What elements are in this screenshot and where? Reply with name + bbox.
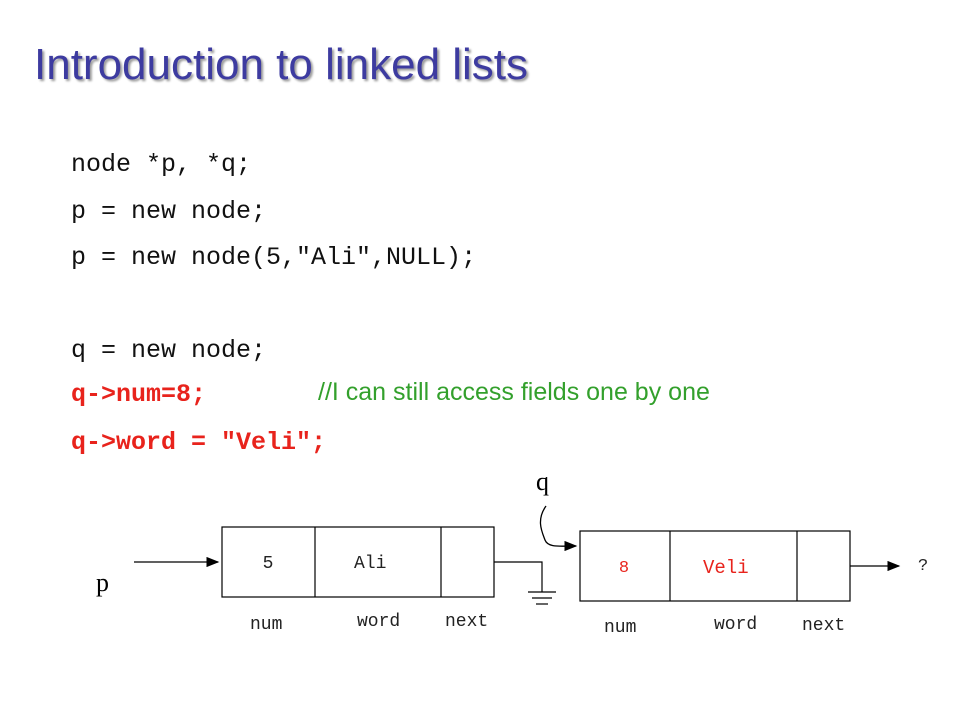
node-1-num-value: 5	[263, 554, 274, 574]
node-2: 8 Veli num word next	[579, 530, 851, 638]
node-2-next-label: next	[802, 616, 845, 636]
code-comment: //I can still access fields one by one	[318, 378, 710, 406]
code-line-5: q->num=8;	[71, 380, 207, 409]
node-1: 5 Ali num word next	[221, 526, 495, 635]
node-2-num-value: 8	[619, 559, 629, 578]
pointer-q-label: q	[536, 467, 549, 496]
code-line-3: p = new node(5,"Ali",NULL);	[71, 243, 477, 272]
unknown-next-label: ?	[918, 557, 928, 576]
node-2-num-label: num	[604, 618, 636, 638]
pointer-q-arrow	[539, 505, 578, 552]
node-2-word-value: Veli	[703, 557, 749, 579]
node-2-word-label: word	[714, 615, 757, 635]
slide-title: Introduction to linked lists	[34, 40, 529, 89]
code-line-4: q = new node;	[71, 336, 267, 365]
node-1-word-label: word	[357, 612, 400, 632]
node-1-box	[221, 526, 495, 598]
node-2-box	[579, 530, 851, 602]
node-1-num-label: num	[250, 615, 282, 635]
node-1-word-value: Ali	[354, 554, 386, 574]
code-line-2: p = new node;	[71, 197, 267, 226]
node-1-next-label: next	[445, 612, 488, 632]
pointer-p-label: p	[96, 568, 109, 597]
null-ground-icon	[494, 561, 556, 605]
code-line-6: q->word = "Veli";	[71, 428, 327, 457]
code-line-1: node *p, *q;	[71, 150, 252, 179]
